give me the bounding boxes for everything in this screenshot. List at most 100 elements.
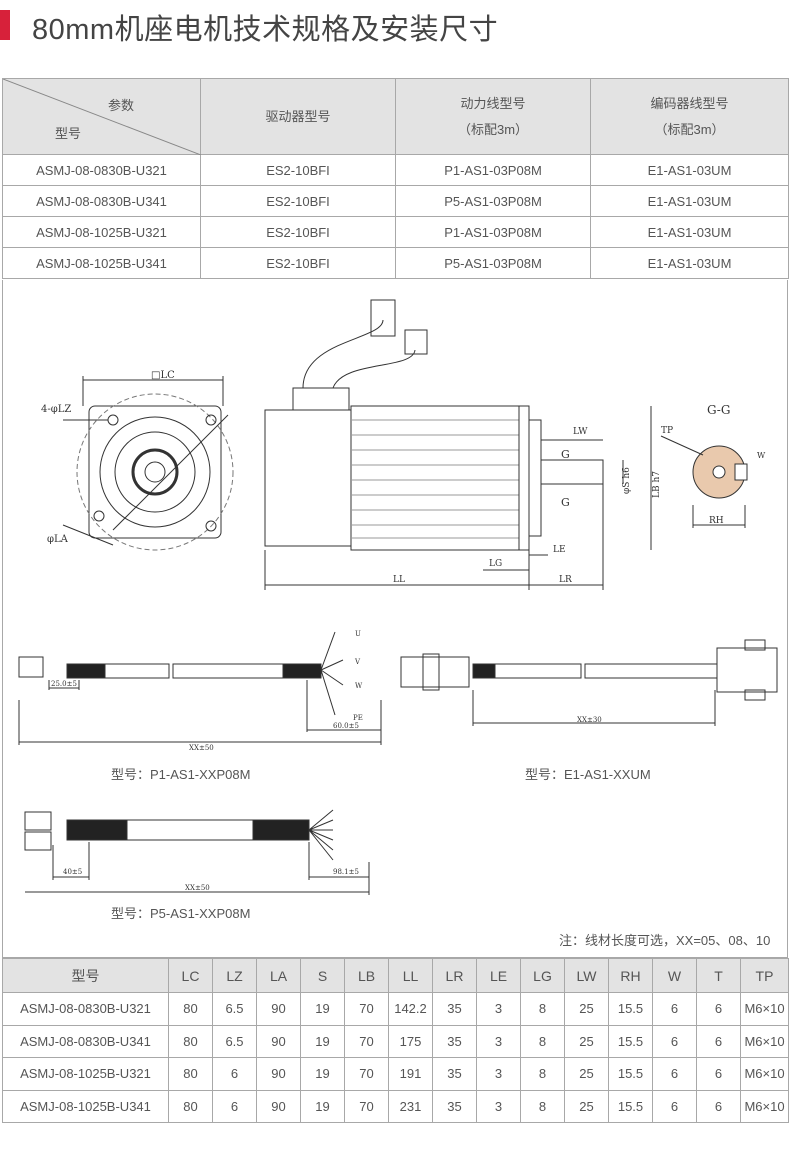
table-cell: 3	[476, 1057, 521, 1091]
table-cell: E1-AS1-03UM	[590, 154, 789, 186]
label-lc: □LC	[151, 370, 175, 381]
table-cell: 6	[652, 1089, 697, 1123]
table-cell: P1-AS1-03P08M	[395, 216, 591, 248]
column-header: TP	[740, 958, 789, 993]
table-cell: 6	[696, 1089, 741, 1123]
label-lw: LW	[573, 427, 588, 437]
label-tp: TP	[661, 426, 673, 436]
cable-length-note: 注：线材长度可选，XX=05、08、10	[559, 933, 771, 948]
table-cell: 80	[168, 1057, 213, 1091]
label-lg: LG	[489, 559, 502, 569]
table-cell: 8	[520, 992, 565, 1026]
table-cell: 6	[696, 992, 741, 1026]
table-header-row: 参数 型号 驱动器型号 动力线型号（标配3m） 编码器线型号（标配3m）	[2, 78, 789, 155]
table-cell: 15.5	[608, 1024, 653, 1058]
table-cell: ASMJ-08-1025B-U341	[2, 1089, 169, 1123]
table-cell: 191	[388, 1057, 433, 1091]
table-cell: 25	[564, 992, 609, 1026]
caption-e1: 型号：E1-AS1-XXUM	[525, 767, 651, 782]
table-cell: ASMJ-08-1025B-U321	[2, 1057, 169, 1091]
caption-p5: 型号：P5-AS1-XXP08M	[111, 906, 251, 921]
table-cell: 3	[476, 992, 521, 1026]
table-cell: 90	[256, 1024, 301, 1058]
column-header: W	[652, 958, 697, 993]
table-cell: M6×10	[740, 1024, 789, 1058]
motor-front-view	[62, 376, 234, 551]
table-cell: 6.5	[212, 992, 257, 1026]
shaft-section-view	[660, 435, 748, 528]
table-cell: 80	[168, 1089, 213, 1123]
column-header: T	[696, 958, 741, 993]
label-la: φLA	[47, 534, 69, 545]
table-cell: ASMJ-08-0830B-U321	[2, 992, 169, 1026]
p1-dim-a: 25.0±5	[51, 680, 77, 688]
table-cell: 70	[344, 1089, 389, 1123]
table-cell: ES2-10BFI	[200, 154, 396, 186]
technical-drawing: □LC 4-φLZ φLA LW G G φS h6 LB h7 LE LG L…	[18, 299, 778, 895]
table-cell: 6	[212, 1089, 257, 1123]
table-cell: 6.5	[212, 1024, 257, 1058]
table-cell: 231	[388, 1089, 433, 1123]
table-cell: 19	[300, 1057, 345, 1091]
column-header: RH	[608, 958, 653, 993]
label-g-top: G	[561, 448, 570, 461]
table-cell: M6×10	[740, 1089, 789, 1123]
table-cell: 6	[652, 1057, 697, 1091]
corner-header: 参数 型号	[2, 78, 201, 155]
table-cell: 3	[476, 1089, 521, 1123]
table-cell: M6×10	[740, 1057, 789, 1091]
p1-dim-b: 60.0±5	[333, 722, 359, 730]
column-header: 型号	[2, 958, 169, 993]
table-cell: P5-AS1-03P08M	[395, 185, 591, 217]
table-cell: 6	[696, 1057, 741, 1091]
column-header: LA	[256, 958, 301, 993]
table-cell: 35	[432, 992, 477, 1026]
diagonal-divider	[3, 79, 201, 155]
label-lb: LB h7	[652, 471, 662, 498]
wire-v-label: V	[354, 658, 361, 666]
table-cell: 6	[212, 1057, 257, 1091]
table-cell: 8	[520, 1024, 565, 1058]
label-rh: RH	[709, 516, 724, 526]
table-cell: 25	[564, 1089, 609, 1123]
column-header: LC	[168, 958, 213, 993]
table-cell: P1-AS1-03P08M	[395, 154, 591, 186]
table-cell: 90	[256, 1089, 301, 1123]
table-cell: 15.5	[608, 1057, 653, 1091]
p5-cable-drawing	[24, 809, 370, 895]
model-label: 型号	[55, 126, 82, 141]
p1-cable-drawing	[18, 631, 382, 745]
column-header: LL	[388, 958, 433, 993]
table-cell: ASMJ-08-0830B-U341	[2, 1024, 169, 1058]
table-cell: 19	[300, 992, 345, 1026]
label-g-bottom: G	[561, 496, 570, 509]
column-header: S	[300, 958, 345, 993]
table-cell: 19	[300, 1024, 345, 1058]
label-w: W	[757, 451, 766, 460]
label-s: φS h6	[622, 467, 632, 494]
table-cell: 6	[652, 1024, 697, 1058]
table-cell: 80	[168, 992, 213, 1026]
title-accent-bar	[0, 10, 10, 40]
table-cell: 142.2	[388, 992, 433, 1026]
column-header: LZ	[212, 958, 257, 993]
table-cell: ASMJ-08-1025B-U321	[2, 216, 201, 248]
table-cell: 70	[344, 1057, 389, 1091]
p1-dim-total: XX±50	[189, 744, 214, 752]
drawing-area: □LC 4-φLZ φLA LW G G φS h6 LB h7 LE LG L…	[2, 280, 788, 958]
table-cell: 70	[344, 992, 389, 1026]
column-header: LW	[564, 958, 609, 993]
table-cell: 35	[432, 1024, 477, 1058]
wire-w-label: W	[355, 682, 363, 690]
table-cell: 15.5	[608, 1089, 653, 1123]
header-encoder-cable: 编码器线型号（标配3m）	[590, 78, 789, 155]
